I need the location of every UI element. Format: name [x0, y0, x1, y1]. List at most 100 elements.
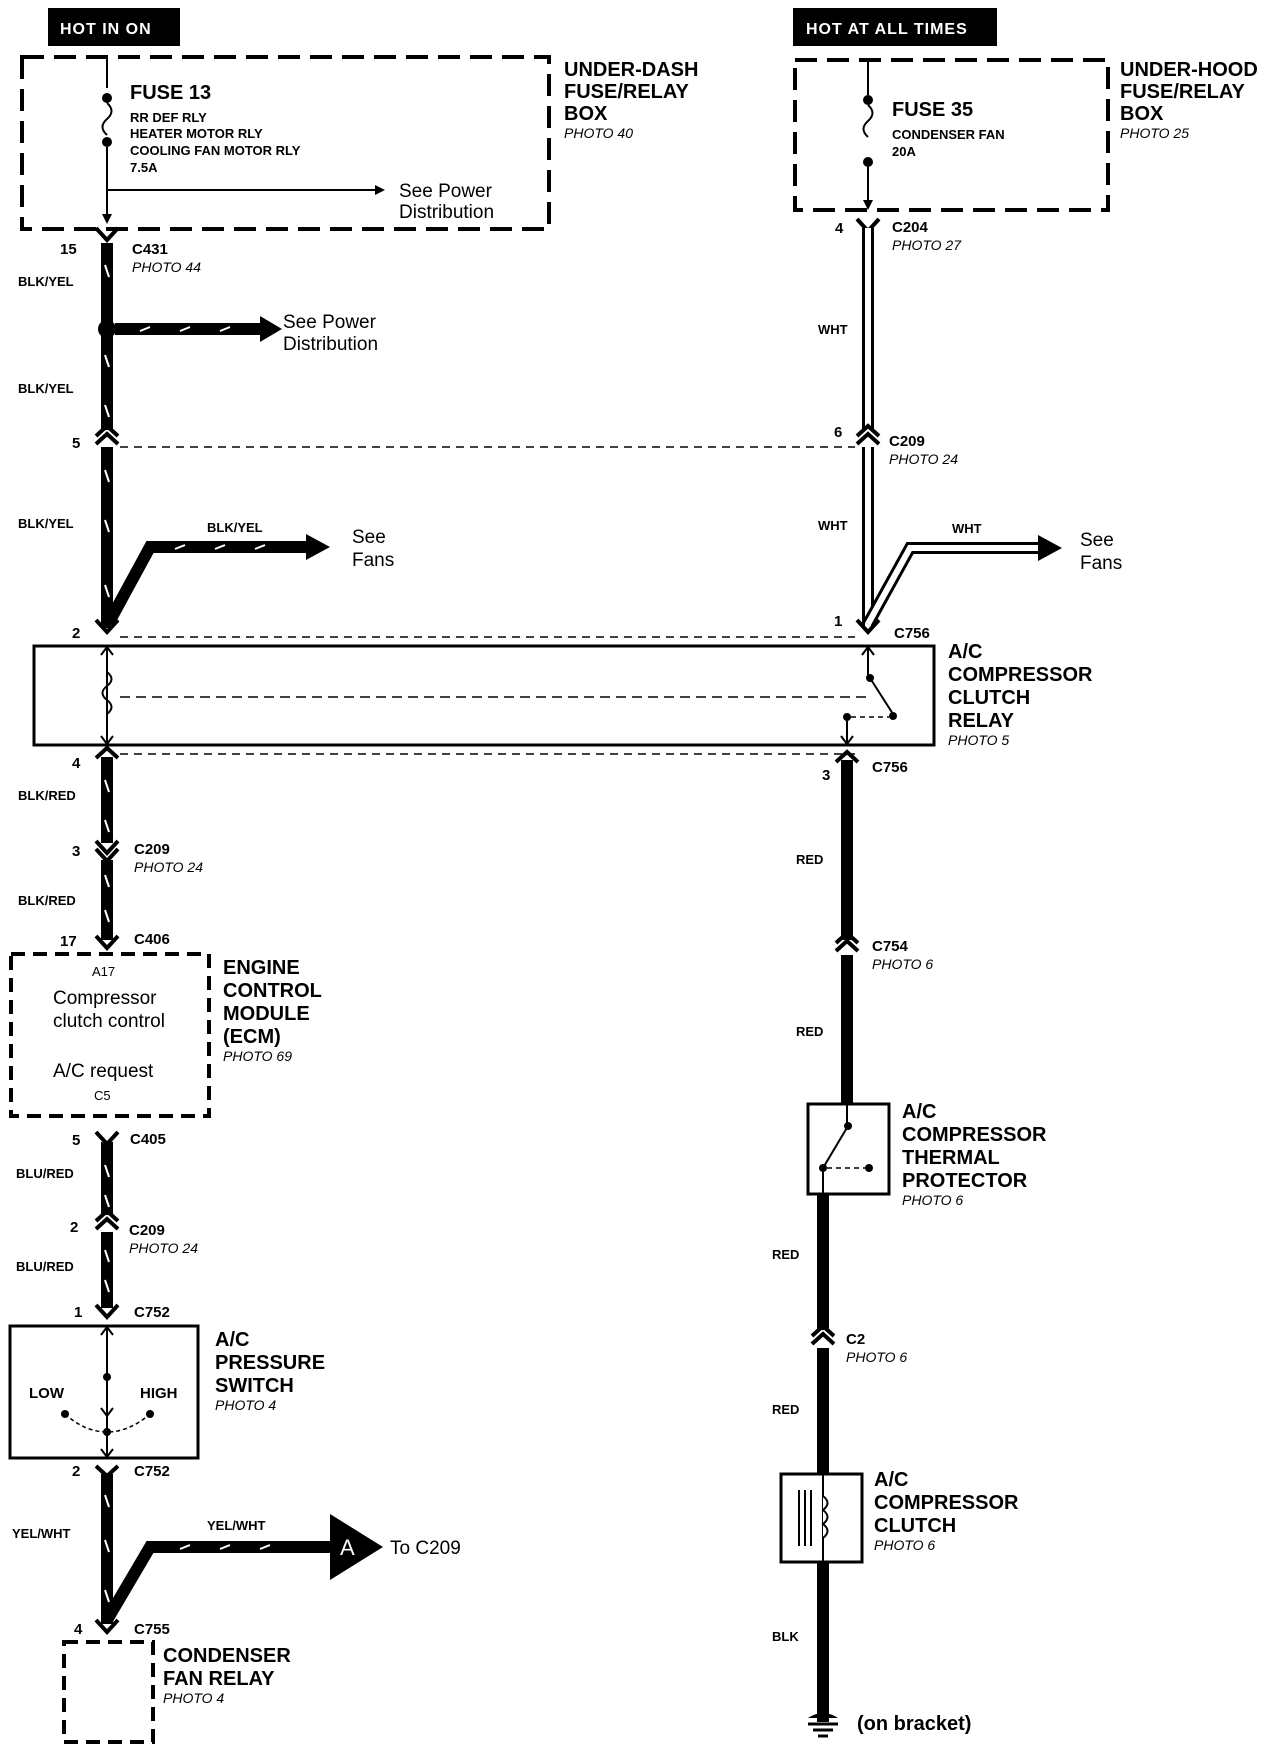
underdash-fuse-box: FUSE 13 RR DEF RLY HEATER MOTOR RLY COOL… [20, 55, 551, 231]
fuse13-circuit-1: RR DEF RLY [130, 110, 207, 125]
wire-label-red-1: RED [796, 852, 823, 867]
hot-in-on-label: HOT IN ON [60, 21, 152, 38]
relay-title-3: CLUTCH [948, 687, 1030, 709]
fuse35-symbol [862, 104, 874, 138]
wire-fans-branch-left [101, 541, 308, 629]
c756-top-label: C756 [894, 625, 930, 642]
c431-label: C431 [132, 241, 168, 258]
thermal-photo: PHOTO 6 [902, 1192, 963, 1208]
clutch-title-3: CLUTCH [874, 1515, 956, 1537]
hot-in-on-tab: HOT IN ON [48, 8, 180, 46]
thermal-title-2: COMPRESSOR [902, 1124, 1047, 1146]
fuse35-rating: 20A [892, 144, 916, 159]
fuse13-circuit-3: COOLING FAN MOTOR RLY [130, 143, 301, 158]
hot-at-all-times-label: HOT AT ALL TIMES [806, 21, 968, 38]
clutch-photo: PHOTO 6 [874, 1537, 935, 1553]
underhood-title-3: BOX [1120, 103, 1164, 125]
to-c209-label: To C209 [390, 1538, 461, 1559]
underdash-title-3: BOX [564, 103, 608, 125]
c752-top-label: C752 [134, 1304, 170, 1321]
see-power-distribution-1b: Distribution [399, 202, 494, 223]
c755-label: C755 [134, 1621, 170, 1638]
connector-a-arrow [330, 1514, 383, 1580]
c756-top-connector [855, 618, 881, 635]
relay-title-4: RELAY [948, 710, 1015, 732]
thermal-title-1: A/C [902, 1101, 936, 1123]
condenser-relay-title-1: CONDENSER [163, 1645, 291, 1667]
c2-photo: PHOTO 6 [846, 1349, 907, 1365]
c755-pin: 4 [74, 1621, 83, 1638]
thermal-protector [806, 1102, 891, 1196]
branch-a-wire-label: YEL/WHT [207, 1518, 266, 1533]
wire-label-blkyel-2: BLK/YEL [18, 381, 74, 396]
ecm-box: A17 Compressor clutch control A/C reques… [9, 952, 211, 1118]
wire-label-red-2: RED [796, 1024, 823, 1039]
underhood-title-2: FUSE/RELAY [1120, 81, 1246, 103]
see-power-distribution-2a: See Power [283, 312, 377, 333]
clutch-title-2: COMPRESSOR [874, 1492, 1019, 1514]
see-fans-right-1: See [1080, 530, 1114, 551]
c752-bottom-pin: 2 [72, 1463, 80, 1480]
ecm-func-compressor: Compressor [53, 988, 157, 1009]
pressure-switch: LOW HIGH [8, 1324, 200, 1460]
pressure-switch-link [64, 1413, 151, 1433]
pressure-high-label: HIGH [140, 1385, 178, 1402]
relay-pin-4: 4 [72, 755, 81, 772]
c209-mid-pin: 3 [72, 843, 80, 860]
ecm-pin-c5: C5 [94, 1088, 111, 1103]
c209-low-photo: PHOTO 24 [129, 1240, 198, 1256]
wire-branch-to-a [101, 1541, 333, 1624]
condenser-fan-relay-box [62, 1640, 155, 1744]
c754-connector [834, 930, 860, 945]
c204-photo: PHOTO 27 [892, 237, 962, 253]
c209-left-mid-connector [94, 839, 120, 856]
underhood-title-1: UNDER-HOOD [1120, 59, 1258, 81]
c2-label: C2 [846, 1331, 865, 1348]
c406-label: C406 [134, 931, 170, 948]
splice-power [98, 320, 116, 338]
c431-photo: PHOTO 44 [132, 259, 201, 275]
c752-bottom-label: C752 [134, 1463, 170, 1480]
c209-right-photo: PHOTO 24 [889, 451, 958, 467]
wire-label-blured-1: BLU/RED [16, 1166, 74, 1181]
see-power-distribution-2b: Distribution [283, 334, 378, 355]
wire-label-wht-2: WHT [818, 518, 848, 533]
wire-label-blkyel-3: BLK/YEL [18, 516, 74, 531]
wire-label-blkred-1: BLK/RED [18, 788, 76, 803]
underdash-photo: PHOTO 40 [564, 125, 633, 141]
underdash-title-1: UNDER-DASH [564, 59, 698, 81]
compressor-clutch [779, 1472, 864, 1564]
wire-label-blured-2: BLU/RED [16, 1259, 74, 1274]
ecm-photo: PHOTO 69 [223, 1048, 292, 1064]
fuse13-node-bottom [102, 137, 112, 147]
c754-photo: PHOTO 6 [872, 956, 933, 972]
c209-left-top-pin: 5 [72, 435, 80, 452]
c755-connector [94, 1618, 120, 1635]
ecm-title-4: (ECM) [223, 1026, 281, 1048]
c406-pin: 17 [60, 933, 77, 950]
ecm-func-clutch-control: clutch control [53, 1011, 165, 1032]
wire-label-yelwht: YEL/WHT [12, 1526, 71, 1541]
see-power-distribution-1a: See Power [399, 181, 493, 202]
underdash-title-2: FUSE/RELAY [564, 81, 690, 103]
fans-wire-label-left: BLK/YEL [207, 520, 263, 535]
fans-arrow-left [306, 534, 330, 560]
c756-bottom-label: C756 [872, 759, 908, 776]
hot-at-all-times-tab: HOT AT ALL TIMES [793, 8, 997, 46]
see-fans-left-1: See [352, 527, 386, 548]
ecm-func-ac-request: A/C request [53, 1061, 154, 1082]
compressor-clutch-relay [32, 644, 936, 747]
power-branch-arrow [260, 316, 282, 342]
c431-pin: 15 [60, 241, 77, 258]
clutch-title-1: A/C [874, 1469, 908, 1491]
connector-a-marker: A [340, 1535, 355, 1560]
c209-mid-photo: PHOTO 24 [134, 859, 203, 875]
ecm-title-2: CONTROL [223, 980, 322, 1002]
wire-label-blkyel-1: BLK/YEL [18, 274, 74, 289]
ground-symbol [808, 1713, 838, 1738]
c752-top-connector [94, 1303, 120, 1320]
c209-right-pin: 6 [834, 424, 842, 441]
ecm-pin-a17: A17 [92, 964, 115, 979]
fuse13-node-top [102, 93, 112, 103]
